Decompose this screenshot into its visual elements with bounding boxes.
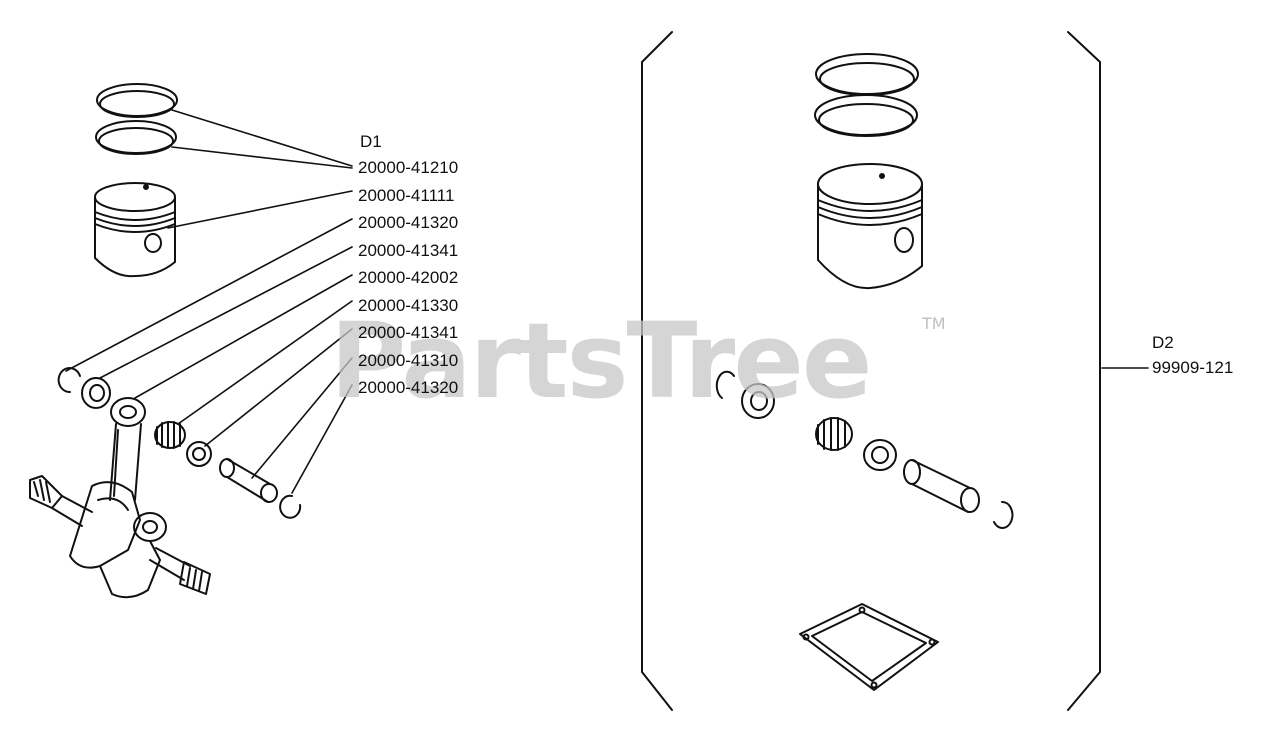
washer-icon (186, 441, 212, 467)
crankshaft-icon (29, 475, 211, 599)
piston-pin-icon (219, 458, 278, 503)
washer-icon (741, 383, 775, 419)
part-number-label[interactable]: 20000-41320 (358, 378, 459, 397)
circlip-icon (993, 500, 1014, 529)
needle-bearing-icon (154, 421, 186, 449)
piston-rings-icon (814, 53, 919, 137)
kit-bracket-icon (1067, 31, 1101, 711)
d1-title: D1 (360, 132, 382, 151)
connecting-rod-icon (109, 397, 146, 501)
leader-lines (65, 109, 353, 494)
piston-pin-icon (903, 459, 980, 513)
needle-bearing-icon (815, 417, 853, 451)
d2-part-number[interactable]: 99909-121 (1152, 358, 1234, 377)
d2-title: D2 (1152, 333, 1174, 352)
piston-icon (94, 182, 176, 278)
part-number-label[interactable]: 20000-41341 (358, 240, 459, 260)
kit-bracket-icon (641, 31, 673, 711)
piston-icon (817, 163, 923, 290)
watermark: PartsTree (330, 300, 872, 422)
gasket-icon (799, 603, 939, 691)
circlip-icon (57, 367, 81, 394)
part-number-label[interactable]: 20000-42002 (358, 268, 459, 287)
part-number-label[interactable]: 20000-41310 (358, 350, 459, 370)
washer-icon (81, 377, 111, 409)
washer-icon (863, 439, 897, 471)
circlip-icon (279, 494, 302, 519)
part-number-label[interactable]: 20000-41341 (358, 323, 459, 342)
piston-rings-icon (95, 83, 178, 155)
part-number-label[interactable]: 20000-41111 (358, 185, 455, 205)
trademark: TM (922, 314, 946, 333)
part-number-label[interactable]: 20000-41330 (358, 295, 459, 315)
part-number-label[interactable]: 20000-41210 (358, 158, 459, 177)
part-number-label[interactable]: 20000-41320 (358, 213, 459, 232)
circlip-icon (715, 370, 735, 399)
